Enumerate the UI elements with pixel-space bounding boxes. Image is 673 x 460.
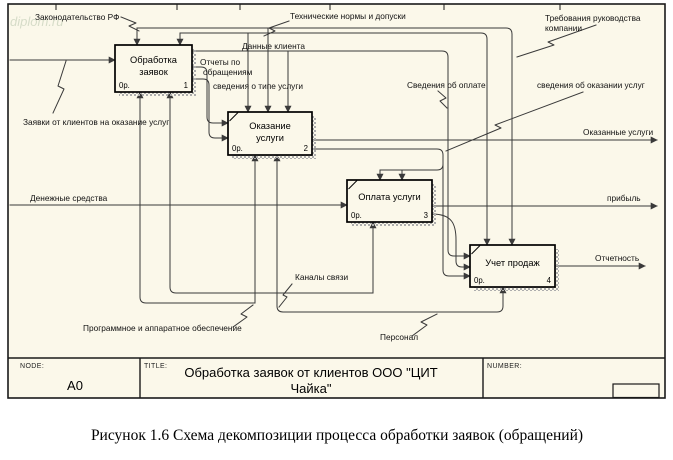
label-kanaly-svyazi: Каналы связи: [295, 272, 349, 282]
box2-corner-mark: [229, 112, 239, 122]
label-denezhnye: Денежные средства: [30, 193, 108, 203]
label-okazannye-uslugi: Оказанные услуги: [583, 127, 653, 137]
watermark-text: diplom.ru: [10, 14, 63, 29]
box2-title-line2: услуги: [256, 133, 284, 143]
label-svedeniya-okazanii: сведения об оказании услуг: [537, 80, 645, 90]
activity-box-2: Оказание услуги 0р. 2: [227, 111, 316, 159]
number-value-box: [612, 383, 660, 399]
arrow-otchety: [191, 66, 229, 127]
callout-personal: [411, 313, 438, 337]
box4-title: Учет продаж: [485, 258, 540, 268]
box1-cost: 0р.: [119, 81, 130, 90]
figure-caption: Рисунок 1.6 Схема декомпозиции процесса …: [91, 427, 583, 444]
control-arrows: [120, 16, 597, 246]
box2-rect: [227, 111, 313, 156]
label-otchetnost: Отчетность: [595, 253, 639, 263]
arrow-mech-box2-b: [273, 154, 284, 313]
arrow-svedeniya-tip: [191, 78, 229, 142]
activity-box-4: Учет продаж 0р. 4: [469, 244, 559, 291]
box4-number: 4: [547, 276, 552, 285]
box2-number: 2: [304, 144, 308, 153]
frame-ticks: [55, 4, 561, 10]
label-zayavki: Заявки от клиентов на оказание услуг: [23, 117, 169, 127]
arrow-mech-box1-a: [136, 91, 256, 304]
callout-trebovaniya: [516, 24, 597, 58]
callout-programmnoe: [232, 304, 254, 328]
box2-output-arrows: [311, 90, 658, 280]
label-trebovaniya-line2: компании: [545, 23, 582, 33]
arrow-box4-input-c: [442, 163, 471, 280]
box1-title-line1: Обработка: [130, 55, 178, 65]
callout-svedeniya-okazanii: [445, 91, 584, 152]
callout-zayavki: [52, 60, 67, 114]
box3-corner-mark: [348, 180, 358, 190]
box4-corner-mark: [471, 245, 481, 255]
label-programmnoe: Программное и аппаратное обеспечение: [83, 323, 242, 333]
label-otchety-line2: обращениям: [203, 67, 253, 77]
label-svedeniya-tip: сведения о типе услуги: [213, 81, 303, 91]
box2-title-line1: Оказание: [249, 121, 291, 131]
label-personal: Персонал: [380, 332, 418, 342]
label-svedeniya-oplate: Сведения об оплате: [407, 80, 486, 90]
label-tech-normy: Технические нормы и допуски: [290, 11, 406, 21]
node-value: A0: [67, 378, 83, 393]
arrow-box4-input-b: [431, 213, 471, 271]
label-trebovaniya-line1: Требования руководства: [545, 13, 641, 23]
arrow-dannye-klienta: [191, 50, 471, 260]
box1-output-arrows: [191, 50, 471, 260]
node-field-label: NODE:: [20, 363, 44, 370]
label-dannye-klienta: Данные клиента: [242, 41, 305, 51]
box4-rect: [469, 244, 556, 288]
title-field-label: TITLE:: [144, 363, 167, 370]
box3-output-arrows: [431, 202, 658, 271]
box4-cost: 0р.: [474, 276, 485, 285]
callout-zakonodatelstvo: [120, 16, 140, 32]
diagram-title-line1: Обработка заявок от клиентов ООО "ЦИТ: [184, 365, 437, 380]
arrow-feedback-box3-trunk: [311, 148, 444, 171]
arrow-control-trunk1: [136, 27, 516, 246]
number-field-label: NUMBER:: [487, 363, 522, 370]
callout-tech-normy: [263, 20, 290, 37]
activity-box-1: Обработка заявок 0р. 1: [114, 44, 196, 96]
diagram-title-line2: Чайка": [291, 381, 332, 396]
input-arrows: [9, 56, 348, 209]
arrow-mech-box4: [282, 286, 507, 313]
box2-cost: 0р.: [232, 144, 243, 153]
box1-title-line2: заявок: [139, 67, 168, 77]
callout-svedeniya-oplate: [437, 90, 448, 109]
box3-number: 3: [424, 211, 428, 220]
label-otchety-line1: Отчеты по: [200, 57, 240, 67]
arrow-control-trunk2: [179, 32, 491, 246]
box3-cost: 0р.: [351, 211, 362, 220]
arrow-labels: Законодательство РФ Технические нормы и …: [23, 11, 653, 342]
box3-title: Оплата услуги: [358, 192, 420, 202]
activity-box-3: Оплата услуги 0р. 3: [346, 179, 436, 226]
title-block: NODE: A0 TITLE: Обработка заявок от клие…: [8, 357, 665, 399]
box3-rect: [346, 179, 433, 223]
label-pribyl: прибыль: [607, 193, 641, 203]
mechanism-arrows: [136, 91, 507, 337]
box1-number: 1: [184, 81, 188, 90]
box1-rect: [114, 44, 193, 93]
label-zakonodatelstvo: Законодательство РФ: [35, 12, 119, 22]
arrow-mech-box1-b: [166, 91, 374, 294]
callout-kanaly: [278, 283, 293, 308]
